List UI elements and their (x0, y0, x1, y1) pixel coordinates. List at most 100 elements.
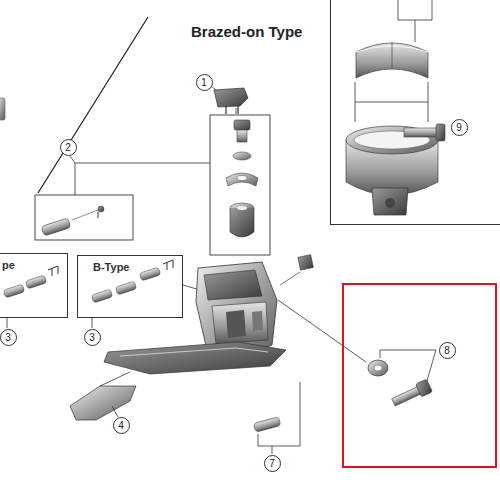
leader-line (355, 0, 432, 122)
leader-line (75, 163, 76, 195)
pin (48, 266, 58, 276)
callout-number: 8 (439, 342, 456, 359)
pin (115, 281, 136, 295)
parts-group-box (210, 115, 270, 255)
cut-part (0, 98, 5, 120)
derailleur-body (226, 310, 246, 338)
washer (233, 152, 251, 160)
type-label: B-Type (92, 261, 130, 273)
parts-group-box (35, 195, 133, 240)
callout-number: 3 (84, 329, 101, 346)
callout-number: 7 (264, 455, 281, 472)
pin (41, 206, 104, 236)
clamp-band (356, 43, 428, 78)
derailleur-body (212, 302, 268, 344)
pin (139, 267, 160, 281)
cable-cap (237, 106, 238, 114)
clamp-bolt (436, 124, 445, 141)
leader-line (70, 156, 210, 195)
callout-number: 1 (196, 74, 213, 91)
derailleur-body (204, 270, 262, 300)
callout-number: 3 (0, 329, 17, 346)
leader-line (278, 300, 436, 384)
leader-line (92, 318, 93, 328)
cage-tail (70, 386, 136, 420)
bushing (237, 206, 247, 210)
bushing (230, 208, 254, 237)
cut-part (0, 98, 5, 120)
band-clamp (372, 188, 408, 215)
leader-line (426, 350, 436, 384)
callout-number: 4 (113, 417, 130, 434)
cable-plate (237, 176, 247, 181)
adhesive-plate (298, 255, 313, 270)
clamp-band (392, 42, 393, 68)
leader-line (278, 300, 366, 362)
callout-number: 9 (451, 119, 468, 136)
clamp-band (356, 42, 428, 78)
mounting-bolt (416, 379, 433, 397)
leader-line (100, 372, 130, 386)
diagram-title: Brazed-on Type (191, 23, 302, 40)
derailleur-body (252, 311, 263, 331)
cable-cap (214, 88, 248, 107)
cable-cap (225, 106, 226, 114)
pin (72, 210, 98, 220)
leader-line (7, 318, 8, 328)
leader-line (236, 108, 237, 114)
divider-line (38, 17, 148, 193)
derailleur-cage (120, 348, 268, 356)
type-label: pe (1, 259, 16, 271)
parts-group-box (210, 115, 270, 255)
leader-line (258, 382, 300, 454)
highlight-box: 8 (342, 283, 497, 468)
variant-box: pe (0, 253, 68, 318)
cage-tail (70, 386, 136, 420)
cable-plate (226, 173, 258, 186)
adhesive-plate (280, 255, 313, 285)
derailleur-cage (104, 342, 286, 374)
leader-line (415, 20, 416, 42)
adjust-screw (234, 120, 250, 130)
leader-line (380, 350, 436, 358)
leader-line (7, 285, 200, 328)
clamp-bolt (404, 128, 438, 137)
callout-number: 2 (60, 139, 77, 156)
pin (98, 212, 99, 218)
pin (98, 206, 104, 212)
band-clamp (346, 126, 438, 215)
washer (368, 360, 388, 376)
divider-line (38, 17, 148, 193)
bushing (230, 203, 254, 237)
washer (374, 365, 382, 371)
pin (3, 284, 24, 298)
pin (163, 260, 173, 270)
clamp-bolt (404, 124, 445, 141)
washer (233, 152, 251, 160)
washer (368, 360, 388, 376)
pin (25, 275, 46, 289)
leader-line (100, 372, 130, 417)
pin (91, 289, 112, 303)
pin-7 (253, 417, 280, 432)
cable-plate (226, 173, 258, 186)
parts-group-box (35, 195, 133, 240)
leader-line (258, 382, 300, 454)
leader-line (355, 82, 428, 122)
derailleur-cage (104, 342, 286, 374)
band-clamp (346, 126, 438, 154)
inset-box: 9 (330, 0, 500, 225)
adhesive-plate (280, 272, 300, 285)
adjust-screw (237, 130, 247, 142)
pin (41, 218, 71, 236)
leader-line (112, 406, 118, 417)
band-clamp (385, 198, 395, 208)
pin (3, 260, 173, 303)
mounting-bolt (392, 379, 433, 406)
leader-line (398, 0, 432, 20)
adjust-screw (234, 120, 250, 142)
cable-cap (214, 88, 248, 114)
